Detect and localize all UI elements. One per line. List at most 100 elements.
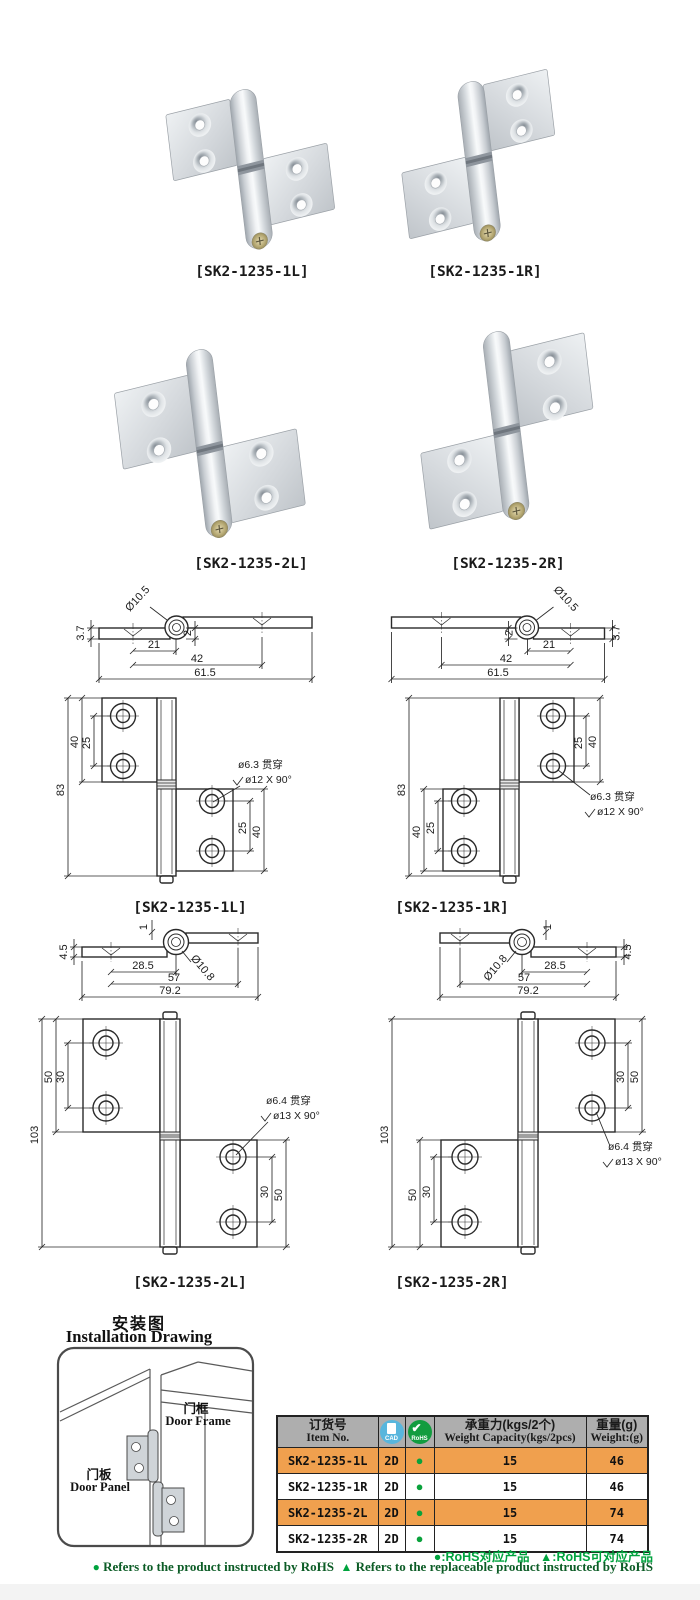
cell-capacity: 15 <box>433 1473 587 1500</box>
dim-text: 42 <box>500 653 512 665</box>
dim-text: 30 <box>421 1186 433 1198</box>
table-row: SK2-1235-2L 2D ● 15 74 <box>276 1499 649 1526</box>
dim-text: 50 <box>407 1189 419 1201</box>
cell-cad: 2D <box>377 1447 406 1474</box>
cad-icon-label: CAD <box>385 1436 398 1442</box>
dim-text: 50 <box>273 1189 285 1201</box>
hole-callout: ø13 X 90° <box>273 1110 320 1122</box>
header-weight-cn: 重量(g) <box>596 1418 638 1432</box>
legend-tri-icon: ▲ <box>340 1560 353 1574</box>
dim-text: Ø10.8 <box>481 953 509 984</box>
cell-capacity: 15 <box>433 1499 587 1526</box>
product-label-1r: [SK2-1235-1R] <box>428 264 542 280</box>
installation-title-en: Installation Drawing <box>65 1327 213 1346</box>
product-label-1l: [SK2-1235-1L] <box>195 264 309 280</box>
dim-text: 40 <box>251 826 263 838</box>
header-capacity-cn: 承重力(kgs/2个) <box>464 1418 556 1432</box>
product-label-2l: [SK2-1235-2L] <box>194 556 308 572</box>
legend-cn-tri: ▲:RoHS可对应产品 <box>539 1550 653 1564</box>
cell-weight: 74 <box>585 1499 649 1526</box>
hole-callout: ø6.4 贯穿 <box>608 1140 653 1153</box>
cell-capacity: 15 <box>433 1447 587 1474</box>
cell-cad: 2D <box>377 1525 406 1553</box>
table-row: SK2-1235-2R 2D ● 15 74 <box>276 1525 649 1553</box>
header-rohs: ✔ RoHS <box>404 1415 435 1448</box>
dim-text: 50 <box>43 1071 55 1083</box>
front-view-2r: ø6.4 贯穿 ø13 X 90° 103 50 30 30 50 <box>379 1011 662 1255</box>
dim-text: Ø10.8 <box>188 953 216 984</box>
header-weight-en: Weight:(g) <box>590 1432 643 1444</box>
rohs-dot-icon: ● <box>415 1504 424 1520</box>
hole-callout: ø13 X 90° <box>615 1156 662 1168</box>
dim-text: 57 <box>168 972 180 984</box>
dim-text: 40 <box>69 736 81 748</box>
installation-drawing <box>56 1346 255 1548</box>
rohs-dot-icon: ● <box>415 1478 424 1494</box>
cell-item: SK2-1235-2L <box>276 1499 379 1526</box>
dim-text: 25 <box>425 822 437 834</box>
dim-text: 3.7 <box>611 625 623 640</box>
dim-text: 3.7 <box>75 625 87 640</box>
dim-text: 103 <box>379 1126 391 1144</box>
drawing-label-1r: [SK2-1235-1R] <box>395 900 509 916</box>
dim-text: 79.2 <box>159 985 180 997</box>
legend-cn-dot: ●:RoHS对应产品 <box>433 1550 530 1564</box>
top-view-1r: 3.7 Ø10.5 2 21 42 61.5 <box>388 584 623 683</box>
rohs-icon-label: RoHS <box>411 1436 428 1442</box>
dim-text: 4.5 <box>58 944 70 959</box>
dim-text: 4.5 <box>622 944 634 959</box>
photo-hinge-1l <box>164 70 338 269</box>
cell-item: SK2-1235-2R <box>276 1525 379 1553</box>
top-view-2r: 4.5 1 Ø10.8 28.5 57 79.2 <box>436 920 634 1001</box>
header-capacity: 承重力(kgs/2个) Weight Capacity(kgs/2pcs) <box>433 1415 587 1448</box>
header-item-cn: 订货号 <box>308 1418 347 1432</box>
hole-callout: ø6.3 贯穿 <box>238 758 283 771</box>
dim-text: 42 <box>191 653 203 665</box>
dim-text: 2 <box>504 630 516 636</box>
drawing-label-2r: [SK2-1235-2R] <box>395 1275 509 1291</box>
front-view-1r: ø6.3 贯穿 ø12 X 90° 83 40 25 25 40 <box>396 694 644 884</box>
bottom-strip <box>0 1584 700 1600</box>
cell-item: SK2-1235-1L <box>276 1447 379 1474</box>
table-row: SK2-1235-1L 2D ● 15 46 <box>276 1447 649 1474</box>
dim-text: 40 <box>587 736 599 748</box>
hole-callout: ø6.3 贯穿 <box>590 790 635 803</box>
rohs-check-glyph: ✔ <box>411 1421 422 1435</box>
header-weight: 重量(g) Weight:(g) <box>585 1415 649 1448</box>
dim-text: 40 <box>411 826 423 838</box>
cell-item: SK2-1235-1R <box>276 1473 379 1500</box>
legend-en-tri-text: Refers to the replaceable product instru… <box>355 1559 653 1574</box>
dim-text: 30 <box>55 1071 67 1083</box>
dim-text: 1 <box>138 924 150 930</box>
dim-text: 30 <box>259 1186 271 1198</box>
photo-hinge-1r <box>392 62 566 261</box>
dim-text: 57 <box>518 972 530 984</box>
drawing-label-1l: [SK2-1235-1L] <box>133 900 247 916</box>
legend-cn: ●:RoHS对应产品 ▲:RoHS可对应产品 <box>434 1546 653 1565</box>
dim-text: Ø10.5 <box>123 584 152 614</box>
dim-text: 79.2 <box>517 985 538 997</box>
door-panel-label-cn: 门板 <box>86 1468 112 1482</box>
door-frame-label-en: Door Frame <box>165 1414 231 1428</box>
dim-text: 30 <box>615 1071 627 1083</box>
dim-text: 50 <box>629 1071 641 1083</box>
dim-text: 61.5 <box>194 667 215 679</box>
dim-text: 103 <box>29 1126 41 1144</box>
spec-table: 订货号 Item No. CAD ✔ RoHS 承重力(kgs/2个) Weig… <box>276 1415 649 1553</box>
cell-capacity: 15 <box>433 1525 587 1553</box>
legend-dot-icon: ● <box>92 1560 100 1574</box>
header-capacity-en: Weight Capacity(kgs/2pcs) <box>444 1432 576 1444</box>
legend-en: ● Refers to the product instructed by Ro… <box>93 1559 653 1575</box>
dim-text: 28.5 <box>132 960 153 972</box>
cell-weight: 74 <box>585 1525 649 1553</box>
header-item-en: Item No. <box>306 1432 350 1444</box>
legend-en-dot-text: Refers to the product instructed by RoHS <box>103 1559 334 1574</box>
header-cad: CAD <box>377 1415 406 1448</box>
hole-callout: ø12 X 90° <box>245 774 292 786</box>
cell-cad: 2D <box>377 1473 406 1500</box>
dim-text: 83 <box>55 784 67 796</box>
front-view-1l: ø6.3 贯穿 ø12 X 90° 83 40 25 25 40 <box>55 694 292 884</box>
top-view-2l: 4.5 1 Ø10.8 28.5 57 79.2 <box>58 920 262 1001</box>
rohs-icon: ✔ RoHS <box>407 1420 432 1444</box>
